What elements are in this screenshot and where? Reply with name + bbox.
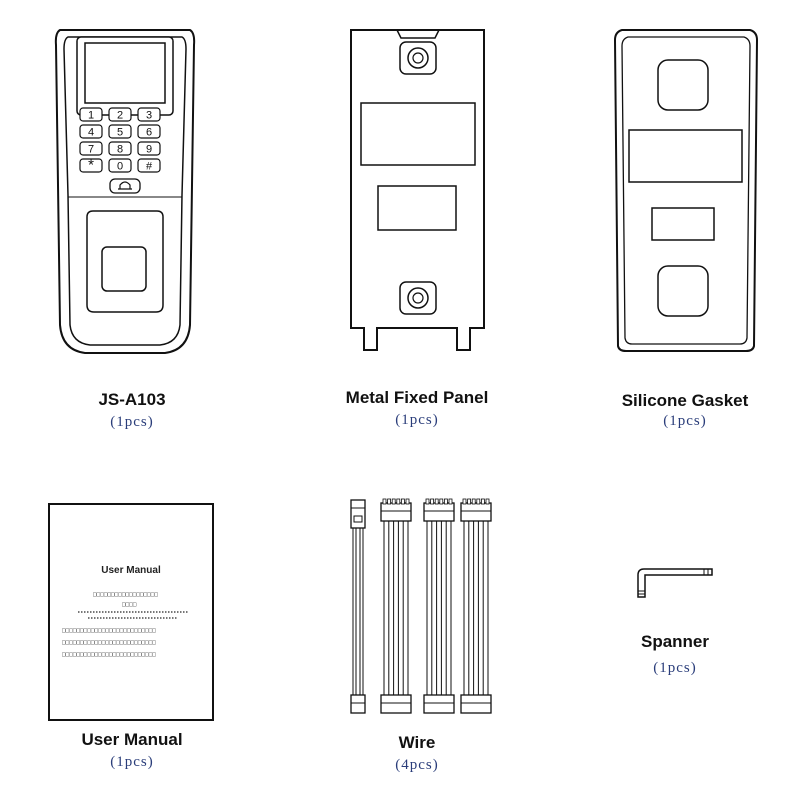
panel-name: Metal Fixed Panel [345, 388, 489, 407]
keypad-key-label: # [146, 161, 153, 173]
keypad-key-2 [108, 107, 132, 122]
wire-illustration [350, 498, 492, 714]
spanner-shape [637, 568, 713, 598]
manual-line-4: □□□□□□□□□□□□□□□□□□□□□□□□□□ [62, 639, 156, 646]
keypad-key-6 [137, 124, 161, 139]
device-name: JS-A103 [98, 390, 166, 409]
keypad-key-label: * [88, 157, 94, 174]
gasket-illustration [613, 29, 759, 352]
keypad-key-5 [108, 124, 132, 139]
wire-bundle-2 [380, 498, 412, 714]
keypad-key-label: 4 [88, 127, 94, 139]
keypad-key-9 [137, 141, 161, 156]
keypad-key-hash [137, 158, 161, 173]
keypad-key-star [79, 158, 103, 173]
device-illustration: 1 2 3 4 5 6 7 8 9 * 0 # [54, 29, 196, 354]
user-manual-illustration: User Manual □□□□□□□□□□□□□□□□□□ □□□□ □□□□… [48, 503, 214, 721]
keypad-key-label: 6 [146, 127, 152, 139]
keypad-key-label: 9 [146, 144, 152, 156]
device-inner-frame [63, 36, 187, 346]
manual-qty: (1pcs) [110, 754, 154, 770]
bell-icon [118, 181, 132, 190]
manual-name: User Manual [81, 730, 183, 749]
panel-small-cutout [377, 185, 457, 231]
gasket-outline [613, 29, 759, 352]
manual-cover-title: User Manual [101, 565, 161, 576]
bell-key [109, 178, 141, 194]
device-keypad: 1 2 3 4 5 6 7 8 9 * 0 # [79, 107, 161, 174]
keypad-key-7 [79, 141, 103, 156]
keypad-key-label: 5 [117, 127, 123, 139]
keypad-key-8 [108, 141, 132, 156]
keypad-key-label: 3 [146, 110, 152, 122]
wire-bundle-4 [460, 498, 492, 714]
gasket-qty: (1pcs) [663, 413, 707, 429]
keypad-key-1 [79, 107, 103, 122]
panel-large-cutout [360, 102, 476, 166]
gasket-name: Silicone Gasket [621, 391, 749, 410]
metal-panel-illustration [350, 29, 485, 351]
spanner-illustration [637, 568, 713, 598]
device-qty: (1pcs) [110, 414, 154, 430]
manual-dotted-rows [78, 611, 188, 619]
wire-name: Wire [398, 733, 436, 752]
wire-bundle-3 [423, 498, 455, 714]
keypad-key-label: 8 [117, 144, 123, 156]
manual-line-1: □□□□□□□□□□□□□□□□□□ [93, 591, 159, 598]
gasket-large-cutout [628, 129, 743, 183]
fingerprint-sensor [101, 246, 147, 292]
keypad-key-0 [108, 158, 132, 173]
device-screen [84, 42, 166, 104]
keypad-key-label: 7 [88, 144, 94, 156]
manual-line-5: □□□□□□□□□□□□□□□□□□□□□□□□□□ [62, 651, 156, 658]
manual-line-3: □□□□□□□□□□□□□□□□□□□□□□□□□□ [62, 627, 156, 634]
spanner-name: Spanner [640, 632, 710, 651]
keypad-key-label: 0 [117, 161, 123, 173]
keypad-key-label: 1 [88, 110, 94, 122]
wire-bundle-1 [350, 499, 366, 714]
keypad-key-4 [79, 124, 103, 139]
gasket-bottom-cutout [657, 265, 709, 317]
keypad-key-label: 2 [117, 110, 123, 122]
gasket-top-cutout [657, 59, 709, 111]
wire-qty: (4pcs) [395, 757, 439, 773]
gasket-small-cutout [651, 207, 715, 241]
spanner-qty: (1pcs) [653, 660, 697, 676]
manual-line-2: □□□□ [122, 601, 137, 608]
panel-qty: (1pcs) [395, 412, 439, 428]
keypad-key-3 [137, 107, 161, 122]
